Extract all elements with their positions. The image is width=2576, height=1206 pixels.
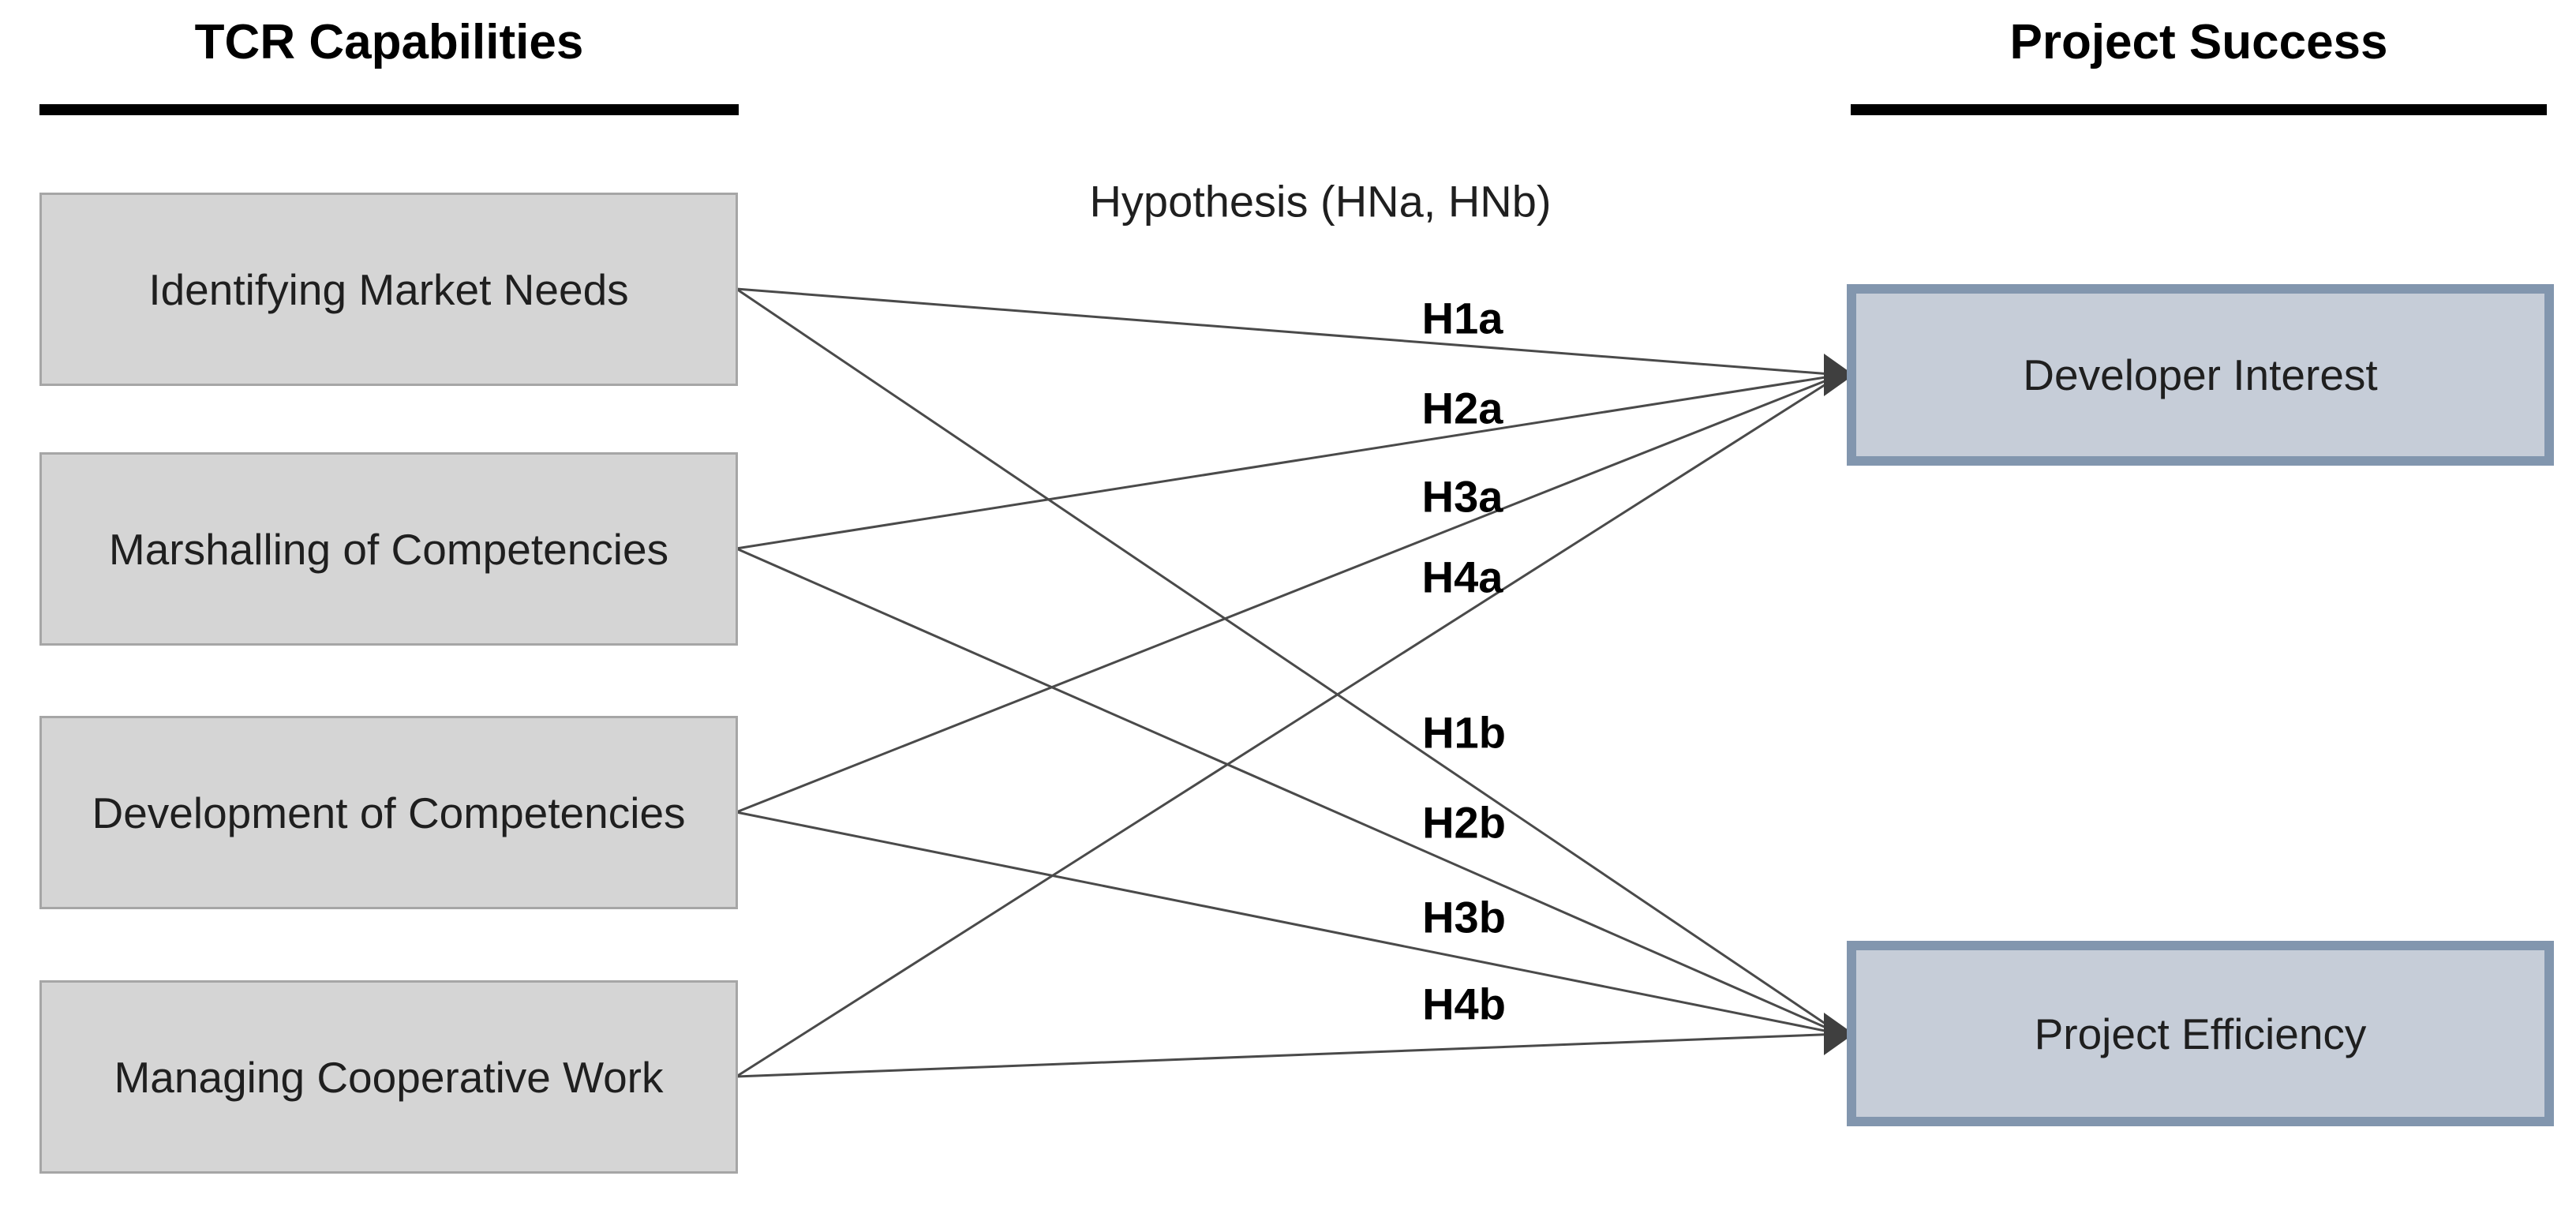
hypothesis-label-h4a: H4a — [1421, 552, 1503, 602]
arrow-line-h1b — [736, 287, 1841, 1036]
hypothesis-label-h3a: H3a — [1421, 471, 1503, 522]
arrow-line-h2a — [736, 373, 1841, 550]
success-box-label: Project Efficiency — [2034, 1009, 2367, 1058]
capability-box-label: Identifying Market Needs — [148, 264, 629, 314]
hypothesis-label-h2b: H2b — [1422, 797, 1506, 848]
hypothesis-label-h4b: H4b — [1422, 979, 1506, 1029]
right-header-underline — [1851, 104, 2547, 115]
success-box-project-efficiency: Project Efficiency — [1847, 941, 2554, 1126]
capability-box-marshalling-of-competencies: Marshalling of Competencies — [39, 452, 738, 646]
capability-box-label: Marshalling of Competencies — [108, 524, 669, 574]
arrows-to-developer-interest — [736, 287, 1854, 1078]
hypothesis-label-h1a: H1a — [1421, 293, 1503, 343]
capability-box-managing-cooperative-work: Managing Cooperative Work — [39, 980, 738, 1174]
arrow-line-h3a — [736, 373, 1841, 814]
hypothesis-label-h2a: H2a — [1421, 383, 1503, 433]
right-column-header: Project Success — [2009, 15, 2388, 69]
success-box-developer-interest: Developer Interest — [1847, 284, 2554, 466]
arrows-to-project-efficiency — [736, 287, 1854, 1078]
arrow-line-h2b — [736, 547, 1841, 1036]
left-header-underline — [39, 104, 739, 115]
hypothesis-note: Hypothesis (HNa, HNb) — [1089, 176, 1552, 227]
capability-box-label: Managing Cooperative Work — [114, 1052, 664, 1102]
success-box-label: Developer Interest — [2023, 350, 2378, 399]
arrow-line-h1a — [736, 287, 1841, 376]
capability-box-development-of-competencies: Development of Competencies — [39, 716, 738, 909]
arrow-line-h4a — [736, 373, 1841, 1078]
capability-box-identifying-market-needs: Identifying Market Needs — [39, 193, 738, 386]
hypothesis-label-h3b: H3b — [1422, 892, 1506, 942]
hypothesis-label-h1b: H1b — [1422, 707, 1506, 758]
capability-box-label: Development of Competencies — [92, 788, 686, 837]
left-column-header: TCR Capabilities — [194, 15, 584, 69]
arrow-line-h3b — [736, 811, 1841, 1036]
arrow-line-h4b — [736, 1032, 1841, 1078]
